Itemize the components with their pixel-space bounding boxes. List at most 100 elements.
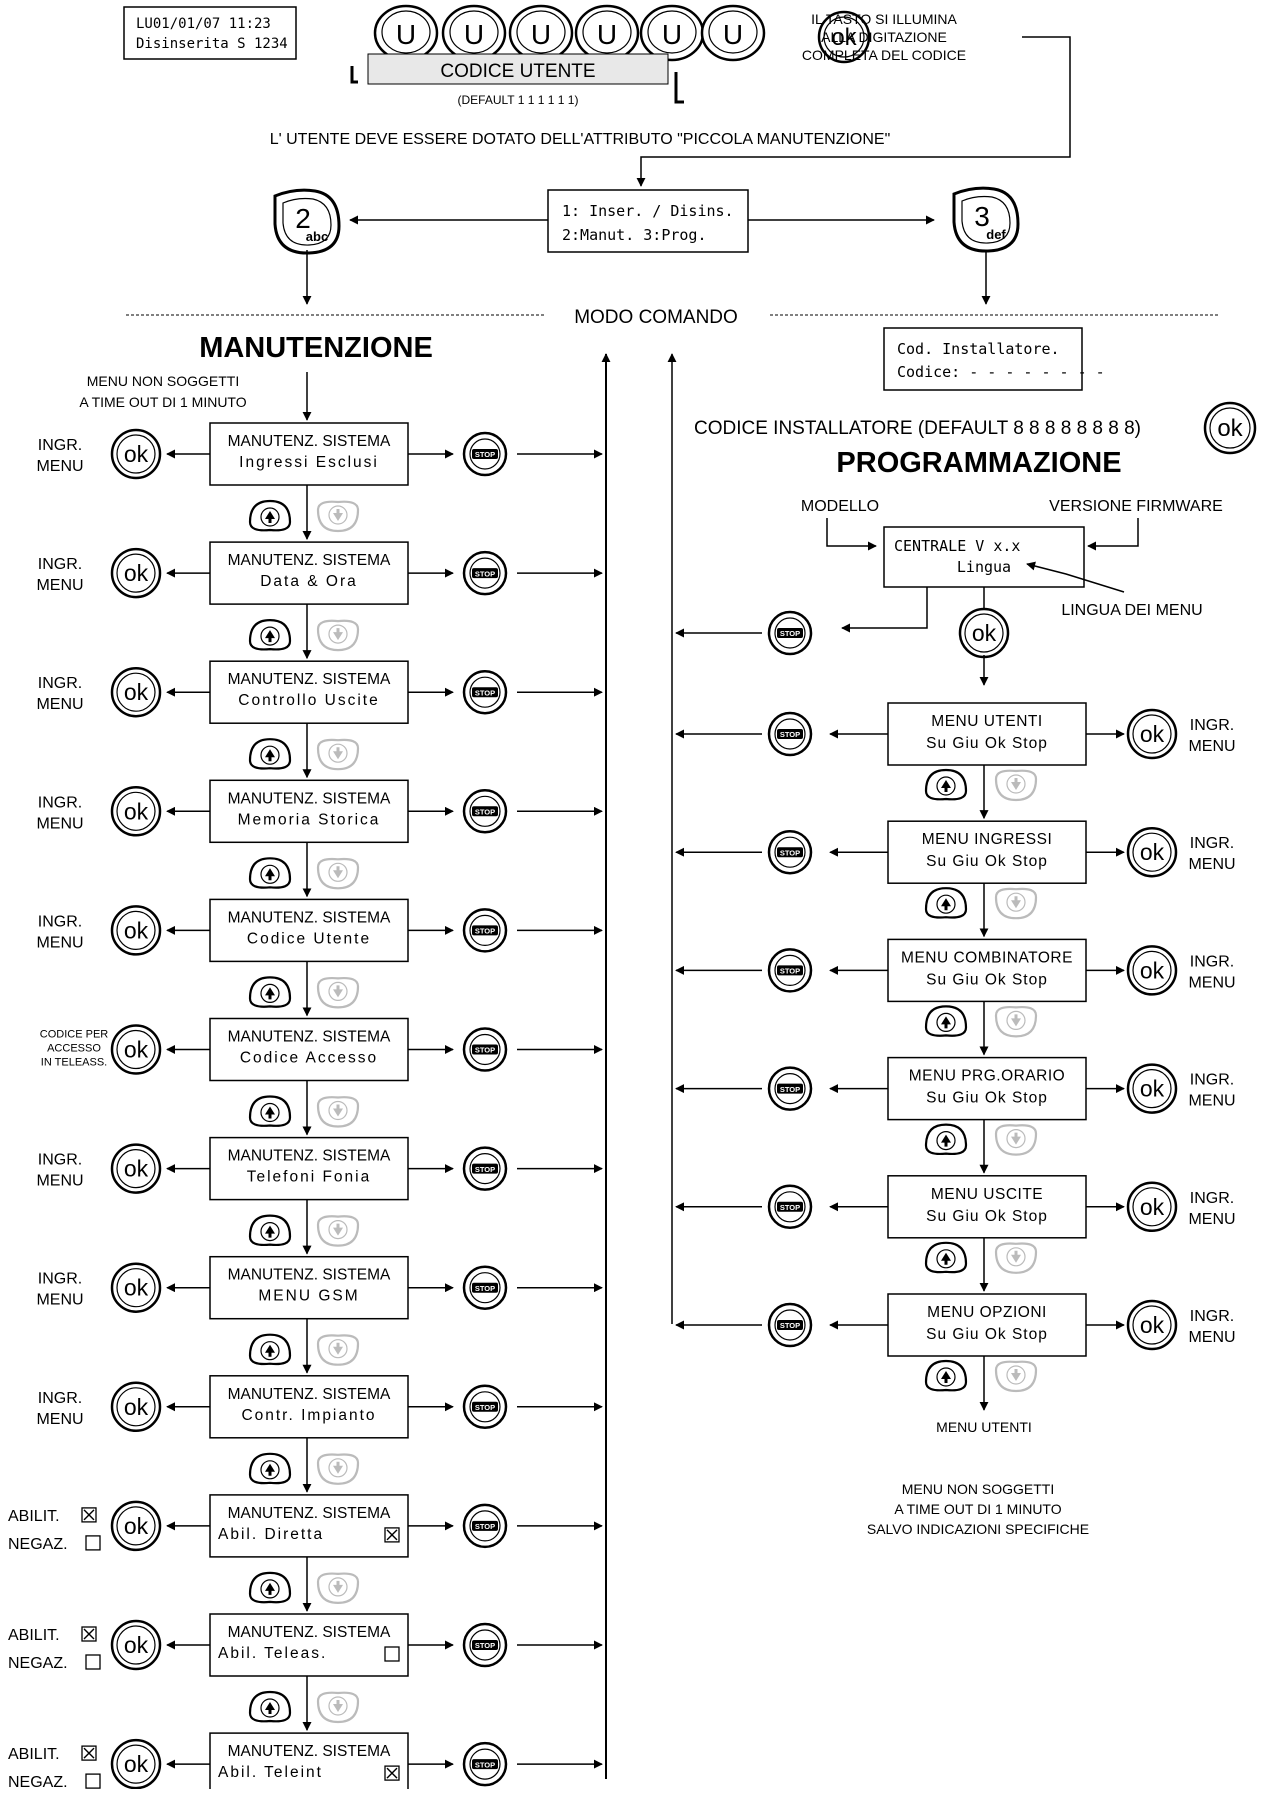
- stop-key[interactable]: STOP: [462, 1622, 508, 1668]
- up-arrow-key[interactable]: [248, 499, 292, 532]
- stop-key[interactable]: STOP: [462, 431, 508, 477]
- stop-key[interactable]: STOP: [767, 1184, 813, 1230]
- stop-label: STOP: [475, 450, 495, 459]
- up-arrow-key[interactable]: [924, 768, 968, 801]
- ok-key[interactable]: ok: [110, 1262, 162, 1313]
- menu-lcd-box[interactable]: [209, 1017, 409, 1082]
- up-arrow-key[interactable]: [924, 1241, 968, 1274]
- ok-key[interactable]: ok: [110, 547, 162, 599]
- up-arrow-key[interactable]: [924, 887, 968, 919]
- ok-key-central[interactable]: ok: [958, 607, 1010, 659]
- menu-lcd-box[interactable]: [209, 1136, 409, 1201]
- ok-key[interactable]: ok: [110, 786, 162, 837]
- ok-key[interactable]: ok: [110, 1143, 162, 1194]
- stop-key[interactable]: STOP: [767, 1066, 813, 1111]
- down-arrow-key[interactable]: [994, 1242, 1038, 1274]
- menu-lcd-line-2: Su Giu Ok Stop: [926, 971, 1048, 988]
- stop-key[interactable]: STOP: [462, 1741, 508, 1787]
- up-arrow-key[interactable]: [924, 1123, 968, 1156]
- ok-key[interactable]: ok: [110, 1619, 162, 1671]
- u-key[interactable]: U: [508, 4, 574, 62]
- ok-key-installer[interactable]: ok: [1203, 401, 1257, 455]
- down-arrow-key[interactable]: [994, 769, 1038, 802]
- stop-key[interactable]: STOP: [767, 948, 813, 993]
- down-arrow-key[interactable]: [316, 1691, 360, 1724]
- down-arrow-key[interactable]: [994, 1005, 1038, 1038]
- up-arrow-key[interactable]: [924, 1359, 968, 1392]
- ok-key[interactable]: ok: [1126, 1181, 1178, 1233]
- u-key[interactable]: U: [441, 4, 507, 62]
- stop-key[interactable]: STOP: [462, 1027, 508, 1072]
- menu-lcd-box[interactable]: [887, 702, 1087, 766]
- up-arrow-key[interactable]: [248, 738, 292, 770]
- ok-key[interactable]: ok: [110, 1738, 162, 1790]
- stop-key[interactable]: STOP: [462, 669, 508, 715]
- ok-key[interactable]: ok: [1126, 1299, 1178, 1351]
- down-arrow-key[interactable]: [316, 1334, 360, 1366]
- u-key[interactable]: U: [639, 4, 705, 62]
- ok-key[interactable]: ok: [1126, 826, 1178, 878]
- up-arrow-key[interactable]: [248, 618, 292, 651]
- menu-lcd-box[interactable]: [887, 1175, 1087, 1239]
- up-arrow-key[interactable]: [248, 1214, 292, 1247]
- down-arrow-key[interactable]: [994, 1124, 1038, 1156]
- ok-key[interactable]: ok: [1126, 708, 1178, 760]
- menu-lcd-box[interactable]: [209, 1494, 409, 1558]
- down-arrow-key[interactable]: [316, 500, 360, 533]
- ok-key[interactable]: ok: [110, 428, 162, 480]
- menu-lcd-box[interactable]: [209, 660, 409, 724]
- down-arrow-key[interactable]: [316, 857, 360, 890]
- manutenzione-title: MANUTENZIONE: [199, 332, 433, 364]
- ok-key[interactable]: ok: [110, 1381, 162, 1433]
- menu-lcd-box[interactable]: [887, 1293, 1087, 1357]
- down-arrow-key[interactable]: [316, 1096, 360, 1128]
- u-key[interactable]: U: [700, 4, 766, 62]
- left-label-line-1: ABILIT.: [8, 1508, 60, 1525]
- stop-key[interactable]: STOP: [462, 1384, 508, 1430]
- down-arrow-key[interactable]: [316, 1215, 360, 1247]
- stop-label: STOP: [475, 1046, 495, 1055]
- up-arrow-key[interactable]: [248, 1571, 292, 1604]
- ok-key[interactable]: ok: [110, 666, 162, 718]
- ok-key[interactable]: ok: [110, 1500, 162, 1552]
- down-arrow-key[interactable]: [994, 887, 1038, 920]
- u-key-label: U: [723, 19, 743, 50]
- stop-key[interactable]: STOP: [462, 550, 508, 596]
- down-arrow-key[interactable]: [316, 738, 360, 771]
- u-key[interactable]: U: [373, 4, 439, 62]
- menu-lcd-box[interactable]: [209, 1613, 409, 1677]
- stop-key[interactable]: STOP: [462, 789, 508, 834]
- ok-key[interactable]: ok: [1126, 1063, 1178, 1114]
- ok-key-top[interactable]: ok: [817, 10, 871, 64]
- up-arrow-key[interactable]: [248, 1452, 292, 1485]
- down-arrow-key[interactable]: [316, 1453, 360, 1485]
- up-arrow-key[interactable]: [248, 857, 292, 889]
- stop-key[interactable]: STOP: [462, 1503, 508, 1549]
- stop-key-central[interactable]: STOP: [767, 610, 813, 656]
- stop-key[interactable]: STOP: [462, 908, 508, 953]
- menu-lcd-line-2: Codice Utente: [247, 930, 371, 947]
- menu-lcd-line-2: Memoria Storica: [238, 811, 381, 828]
- stop-key[interactable]: STOP: [767, 829, 813, 875]
- stop-key[interactable]: STOP: [767, 1302, 813, 1348]
- ok-key[interactable]: ok: [110, 905, 162, 956]
- down-arrow-key[interactable]: [994, 1360, 1038, 1393]
- stop-key[interactable]: STOP: [767, 711, 813, 757]
- up-arrow-key[interactable]: [248, 976, 292, 1008]
- up-arrow-key[interactable]: [924, 1005, 968, 1037]
- down-arrow-key[interactable]: [316, 1572, 360, 1605]
- up-arrow-key[interactable]: [248, 1690, 292, 1723]
- down-arrow-key[interactable]: [316, 619, 360, 652]
- ok-key[interactable]: ok: [1126, 945, 1178, 996]
- left-label-line-1: ABILIT.: [8, 1627, 60, 1644]
- stop-key[interactable]: STOP: [462, 1265, 508, 1310]
- u-key[interactable]: U: [574, 4, 640, 62]
- ok-key[interactable]: ok: [110, 1024, 162, 1075]
- up-arrow-key[interactable]: [248, 1095, 292, 1127]
- up-arrow-key[interactable]: [248, 1333, 292, 1366]
- menu-lcd-box[interactable]: [887, 1056, 1087, 1121]
- down-arrow-key[interactable]: [316, 976, 360, 1009]
- stop-key[interactable]: STOP: [462, 1146, 508, 1191]
